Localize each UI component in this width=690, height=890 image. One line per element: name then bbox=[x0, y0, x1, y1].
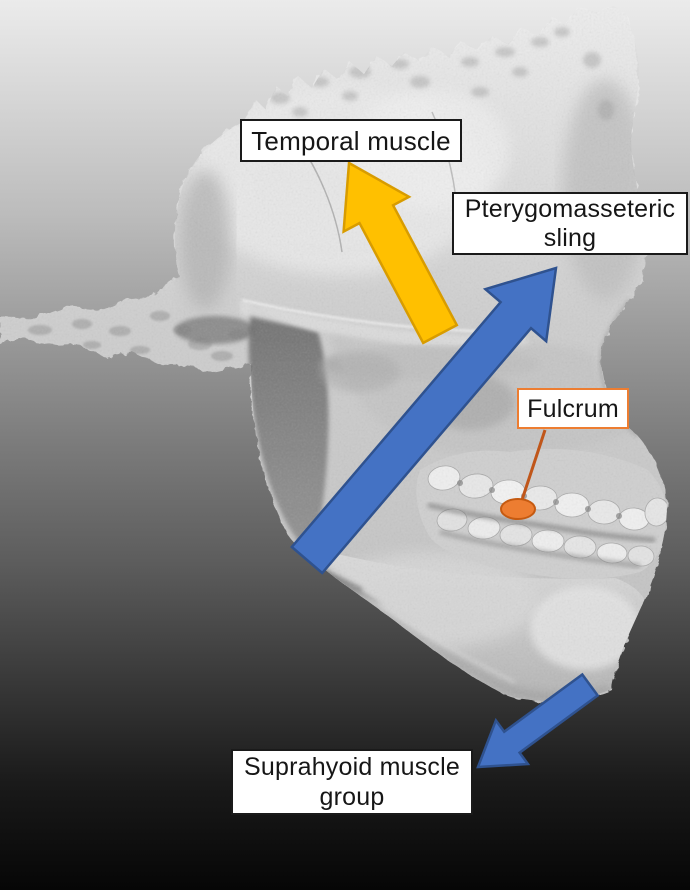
fulcrum-marker bbox=[500, 498, 536, 520]
temporal-muscle-arrow-icon bbox=[342, 160, 459, 345]
label-suprahyoid-muscle-group: Suprahyoid muscle group bbox=[231, 749, 473, 815]
label-pterygomasseteric-sling: Pterygomasseteric sling bbox=[452, 192, 688, 255]
label-fulcrum-text: Fulcrum bbox=[527, 394, 619, 423]
label-suprahyoid-line2: group bbox=[319, 783, 385, 811]
label-pterygomasseteric-line1: Pterygomasseteric bbox=[464, 194, 676, 223]
pterygomasseteric-sling-arrow-icon bbox=[290, 266, 558, 575]
label-pterygomasseteric-line2: sling bbox=[543, 223, 597, 252]
label-temporal-muscle-text: Temporal muscle bbox=[251, 125, 451, 156]
label-fulcrum: Fulcrum bbox=[517, 388, 629, 429]
label-temporal-muscle: Temporal muscle bbox=[240, 119, 462, 162]
suprahyoid-arrow-icon bbox=[476, 672, 600, 769]
label-suprahyoid-line1: Suprahyoid muscle bbox=[243, 753, 460, 781]
fulcrum-callout-line bbox=[519, 429, 547, 504]
